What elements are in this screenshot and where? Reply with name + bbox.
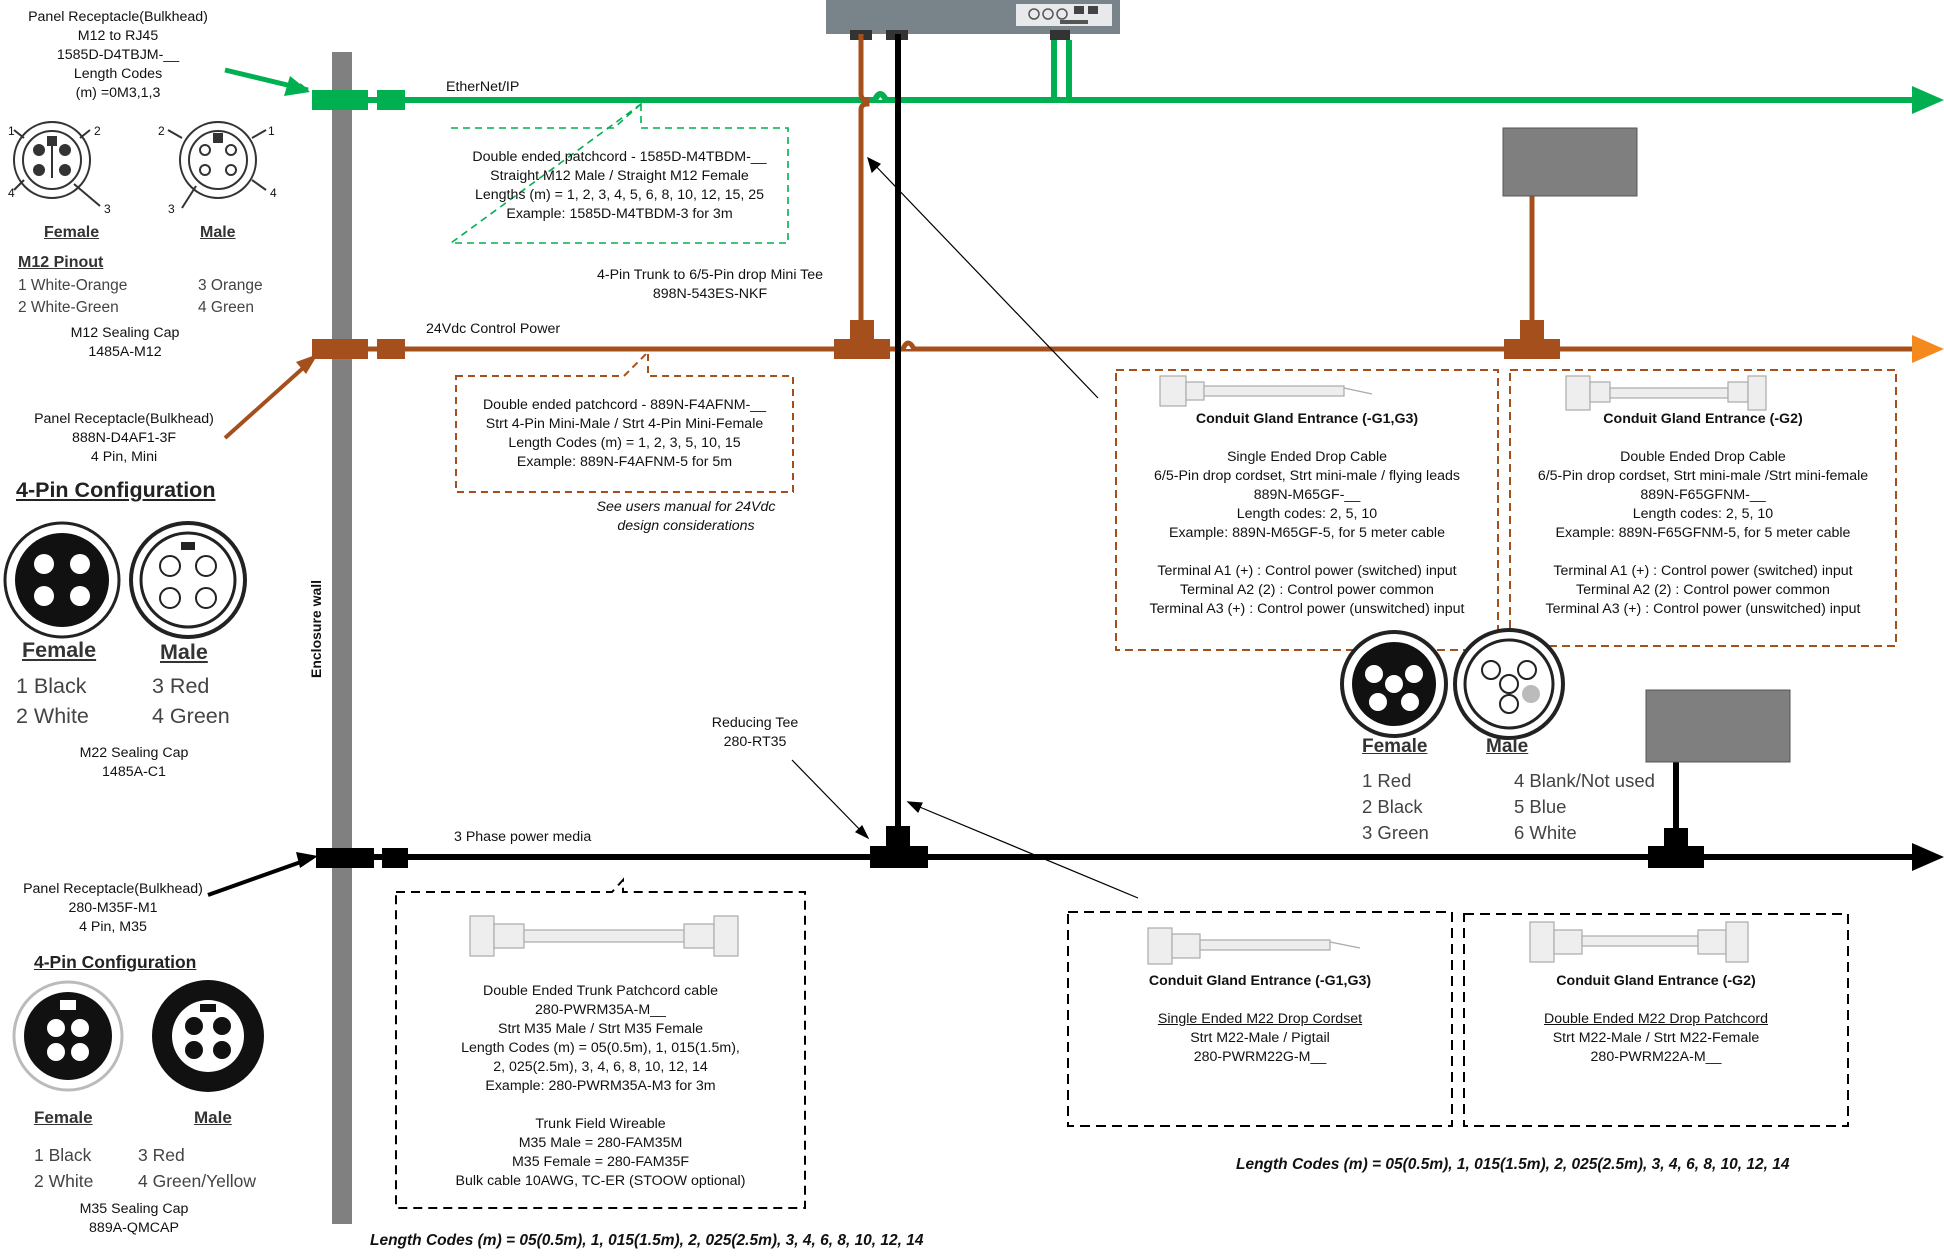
m12-pin-4: 4 Green bbox=[198, 299, 255, 316]
trunk-length-codes: Length Codes (m) = 05(0.5m), 1, 015(1.5m… bbox=[370, 1232, 924, 1249]
six-pin-4: 4 Blank/Not used bbox=[1514, 770, 1655, 791]
m22-g1-text: Conduit Gland Entrance (-G1,G3) Single E… bbox=[1148, 973, 1372, 1065]
six-pin-2: 2 Black bbox=[1362, 796, 1423, 817]
six-pin-1: 1 Red bbox=[1362, 770, 1412, 791]
pin-number: 3 bbox=[104, 202, 111, 216]
mini-pin-4: 4 Green bbox=[152, 704, 230, 728]
pin-number: 2 bbox=[158, 124, 165, 138]
cable-icon bbox=[469, 375, 1767, 965]
six-pin-female-label: Female bbox=[1362, 736, 1428, 757]
m22-g1-callout bbox=[1067, 911, 1453, 1127]
crossing-hop bbox=[900, 340, 917, 351]
mini-pin-3: 3 Red bbox=[152, 674, 210, 698]
m12-pin-3: 3 Orange bbox=[198, 277, 263, 294]
m35-pin-2: 2 White bbox=[34, 1171, 94, 1191]
device-icon bbox=[826, 0, 1120, 40]
m22-g2-callout bbox=[1463, 913, 1849, 1127]
crossing-hop bbox=[872, 91, 889, 102]
m12-male-label: Male bbox=[200, 224, 236, 241]
m12-female-label: Female bbox=[44, 224, 100, 241]
six-pin-male-icon bbox=[1453, 628, 1565, 740]
ethernet-patchcord-callout bbox=[448, 102, 789, 244]
pin-number: 4 bbox=[270, 186, 277, 200]
six-pin-female-icon bbox=[1340, 630, 1448, 738]
drop-g2-callout bbox=[1509, 369, 1897, 647]
mini-male-label: Male bbox=[160, 640, 208, 664]
ethernet-bulkhead-label: Panel Receptacle(Bulkhead)M12 to RJ45 15… bbox=[28, 9, 208, 101]
pin-number: 4 bbox=[8, 186, 15, 200]
pin-number: 2 bbox=[94, 124, 101, 138]
leader-lines bbox=[791, 156, 1139, 899]
drop-device-box bbox=[1645, 689, 1791, 763]
power-line-label: 3 Phase power media bbox=[454, 829, 592, 845]
drop-device-box bbox=[1502, 127, 1638, 197]
drop-length-codes: Length Codes (m) = 05(0.5m), 1, 015(1.5m… bbox=[1236, 1156, 1790, 1173]
m35-male-label: Male bbox=[194, 1108, 232, 1127]
m35-config-title: 4-Pin Configuration bbox=[34, 952, 197, 972]
m35-female-label: Female bbox=[34, 1108, 93, 1127]
m35-pin-3: 3 Red bbox=[138, 1145, 185, 1165]
m12-male-icon bbox=[167, 121, 267, 209]
m35-male-icon bbox=[152, 980, 264, 1092]
six-pin-6: 6 White bbox=[1514, 822, 1577, 843]
pin-number: 1 bbox=[268, 124, 275, 138]
pin-number: 1 bbox=[8, 124, 15, 138]
ethernet-line-label: EtherNet/IP bbox=[446, 79, 520, 95]
m35-female-icon bbox=[12, 980, 124, 1092]
mini-female-icon bbox=[3, 521, 121, 639]
control-line-label: 24Vdc Control Power bbox=[426, 321, 561, 337]
three-phase-line bbox=[207, 34, 1944, 897]
mini-config-title: 4-Pin Configuration bbox=[16, 478, 216, 502]
drop-g1-callout bbox=[1115, 369, 1499, 651]
ethernet-line bbox=[224, 40, 1944, 114]
mini-pin-2: 2 White bbox=[16, 704, 89, 728]
m12-pin-2: 2 White-Green bbox=[18, 299, 119, 316]
control-power-line bbox=[223, 34, 1944, 440]
six-pin-3: 3 Green bbox=[1362, 822, 1429, 843]
six-pin-5: 5 Blue bbox=[1514, 796, 1567, 817]
m35-pin-4: 4 Green/Yellow bbox=[138, 1171, 257, 1191]
control-patchcord-callout bbox=[455, 349, 794, 493]
trunk-callout bbox=[395, 877, 806, 1209]
enclosure-wall-label: Enclosure wall bbox=[308, 579, 324, 678]
enclosure-wall bbox=[332, 52, 352, 1224]
m12-female-icon bbox=[13, 121, 101, 207]
m35-pin-1: 1 Black bbox=[34, 1145, 92, 1165]
six-pin-male-label: Male bbox=[1486, 736, 1529, 757]
drop-g2-text: Conduit Gland Entrance (-G2) Double Ende… bbox=[1537, 411, 1869, 617]
ethernet-patchcord-text: Double ended patchcord - 1585D-M4TBDM-__… bbox=[472, 149, 767, 222]
m22-g2-text: Conduit Gland Entrance (-G2) Double Ende… bbox=[1544, 973, 1768, 1065]
drop-g1-text: Conduit Gland Entrance (-G1,G3) Single E… bbox=[1149, 411, 1465, 617]
m12-pin-1: 1 White-Orange bbox=[18, 277, 128, 294]
m12-pinout-title: M12 Pinout bbox=[18, 254, 104, 271]
control-patchcord-text: Double ended patchcord - 889N-F4AFNM-__S… bbox=[482, 397, 767, 470]
mini-female-label: Female bbox=[22, 638, 97, 662]
mini-pin-1: 1 Black bbox=[16, 674, 87, 698]
mini-male-icon bbox=[129, 521, 247, 639]
pin-number: 3 bbox=[168, 202, 175, 216]
